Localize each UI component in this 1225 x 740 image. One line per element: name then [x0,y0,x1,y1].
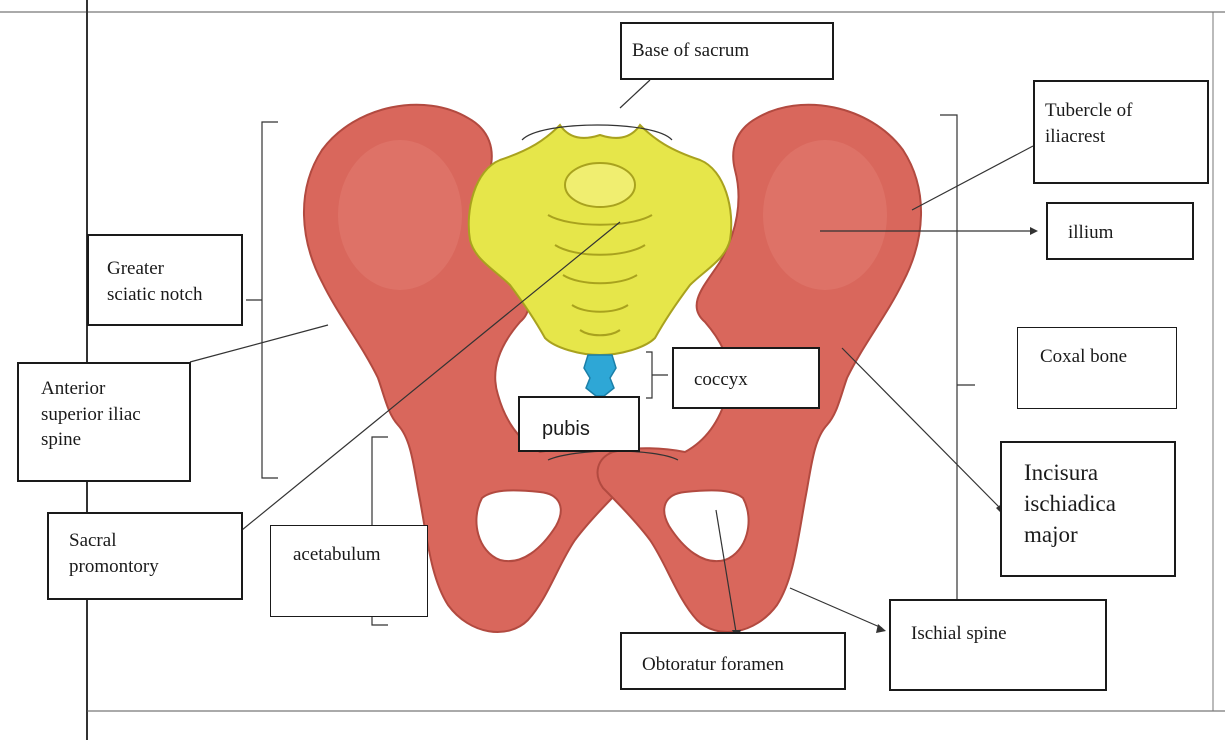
coxal-bone-bracket [940,115,975,600]
label-coccyx: coccyx [672,347,820,409]
label-incisura-ischiadica-major: Incisura ischiadica major [1000,441,1176,577]
label-coxal-bone: Coxal bone [1017,327,1177,409]
label-base-of-sacrum: Base of sacrum [620,22,834,80]
leader-anterior-superior-iliac-spine [190,325,328,362]
right-iliac-fossa [763,140,887,290]
label-acetabulum: acetabulum [270,525,428,617]
arrowhead-ischial [876,624,886,633]
coccyx-bone [584,355,616,396]
label-illium: illium [1046,202,1194,260]
label-anterior-superior-iliac-spine: Anterior superior iliac spine [17,362,191,482]
label-ischial-spine: Ischial spine [889,599,1107,691]
sacrum-body-top [565,163,635,207]
label-greater-sciatic-notch: Greater sciatic notch [87,234,243,326]
left-iliac-fossa [338,140,462,290]
leader-tubercle [912,146,1033,210]
label-sacral-promontory: Sacral promontory [47,512,243,600]
greater-sciatic-notch-bracket [246,122,278,478]
arrowhead-illium [1030,227,1038,235]
leader-ischial-spine [790,588,882,628]
leader-incisura [842,348,1000,508]
leader-base-of-sacrum [620,80,650,108]
coccyx-bracket [646,352,668,398]
label-tubercle-of-iliac-crest: Tubercle of iliacrest [1033,80,1209,184]
label-obtoratur-foramen: Obtoratur foramen [620,632,846,690]
label-pubis: pubis [518,396,640,452]
